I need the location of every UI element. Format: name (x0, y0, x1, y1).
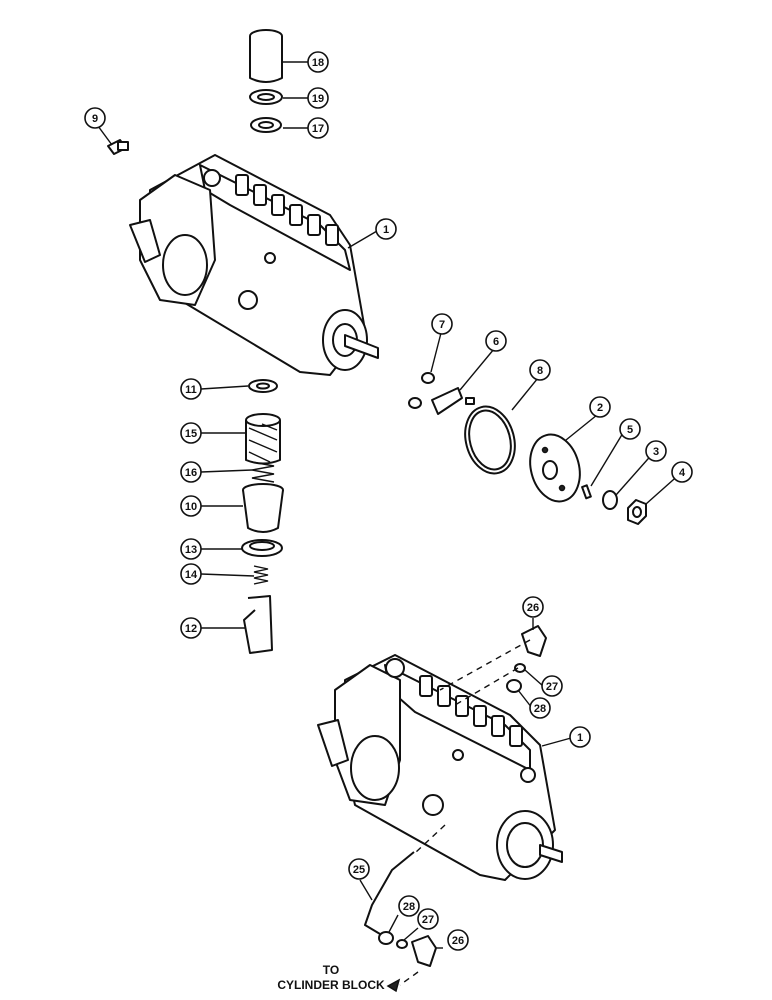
callout-17: 17 (307, 117, 329, 139)
nut-small (408, 397, 422, 409)
callout-26-bottom: 26 (447, 929, 469, 951)
nut-7 (421, 372, 435, 384)
svg-text:6: 6 (493, 336, 499, 348)
nut-4 (627, 499, 647, 525)
svg-text:16: 16 (185, 467, 197, 479)
washer-3 (602, 490, 618, 510)
svg-text:28: 28 (534, 703, 546, 715)
svg-text:5: 5 (627, 424, 633, 436)
svg-text:1: 1 (383, 224, 389, 236)
svg-text:7: 7 (439, 319, 445, 331)
filter-element-15 (245, 413, 281, 465)
destination-line-2: CYLINDER BLOCK (277, 978, 385, 992)
callout-9: 9 (84, 107, 106, 129)
callout-18: 18 (307, 51, 329, 73)
svg-text:27: 27 (546, 681, 558, 693)
callout-7: 7 (431, 313, 453, 335)
callout-8: 8 (529, 359, 551, 381)
svg-text:13: 13 (185, 544, 197, 556)
callout-27-bottom: 27 (417, 908, 439, 930)
filter-cap-18 (249, 29, 283, 83)
bail-12 (243, 595, 273, 654)
svg-text:19: 19 (312, 93, 324, 105)
svg-text:1: 1 (577, 732, 583, 744)
svg-text:26: 26 (452, 935, 464, 947)
screw-9 (107, 139, 129, 155)
filter-bowl-10 (242, 483, 284, 533)
callout-19: 19 (307, 87, 329, 109)
banjo-fitting-26-top (521, 625, 547, 657)
delivery-valves-top (235, 174, 339, 246)
callout-28-top: 28 (529, 697, 551, 719)
bolt-28-bottom (378, 931, 394, 945)
callout-4: 4 (671, 461, 693, 483)
svg-text:17: 17 (312, 123, 324, 135)
callout-2: 2 (589, 396, 611, 418)
callout-6: 6 (485, 330, 507, 352)
svg-text:25: 25 (353, 864, 365, 876)
callout-16: 16 (180, 461, 202, 483)
destination-arrow (386, 978, 401, 993)
svg-text:27: 27 (422, 914, 434, 926)
washer-27-bottom (396, 939, 408, 949)
svg-text:12: 12 (185, 623, 197, 635)
washer-27-top (514, 663, 526, 673)
callout-10: 10 (180, 495, 202, 517)
spring-14 (253, 565, 269, 585)
callout-28-bottom: 28 (398, 895, 420, 917)
return-pipe-25 (364, 851, 415, 938)
delivery-valves-bottom (419, 675, 523, 747)
injection-pump-bottom (317, 654, 563, 881)
svg-text:28: 28 (403, 901, 415, 913)
callout-27-top: 27 (541, 675, 563, 697)
svg-text:9: 9 (92, 113, 98, 125)
callout-1-top: 1 (375, 218, 397, 240)
washer-19 (249, 89, 283, 105)
lock-plate-6 (431, 387, 463, 415)
svg-text:11: 11 (185, 384, 197, 396)
key-5 (581, 484, 592, 500)
svg-text:18: 18 (312, 57, 324, 69)
callout-25: 25 (348, 858, 370, 880)
callout-5: 5 (619, 418, 641, 440)
svg-text:15: 15 (185, 428, 197, 440)
svg-text:14: 14 (185, 569, 198, 581)
svg-text:26: 26 (527, 602, 539, 614)
spring-16 (251, 461, 275, 483)
callout-11: 11 (180, 378, 202, 400)
screw-small (465, 397, 475, 405)
retaining-ring-13 (241, 539, 283, 557)
svg-text:3: 3 (653, 446, 659, 458)
o-ring-8 (464, 405, 516, 475)
banjo-fitting-26-bottom (411, 935, 437, 967)
svg-text:4: 4 (679, 467, 686, 479)
callout-26-top: 26 (522, 596, 544, 618)
callout-1-bottom: 1 (569, 726, 591, 748)
destination-line-1: TO (323, 963, 339, 977)
callout-3: 3 (645, 440, 667, 462)
callout-15: 15 (180, 422, 202, 444)
destination-note: TO CYLINDER BLOCK (277, 963, 385, 992)
seal-17 (250, 117, 282, 133)
callout-12: 12 (180, 617, 202, 639)
injection-pump-top (129, 154, 379, 376)
svg-text:8: 8 (537, 365, 543, 377)
bolt-28-top (506, 679, 522, 693)
callout-13: 13 (180, 538, 202, 560)
drive-hub-2 (529, 433, 581, 503)
svg-text:2: 2 (597, 402, 603, 414)
svg-text:10: 10 (185, 501, 197, 513)
gasket-11 (248, 379, 278, 393)
callout-14: 14 (180, 563, 202, 585)
